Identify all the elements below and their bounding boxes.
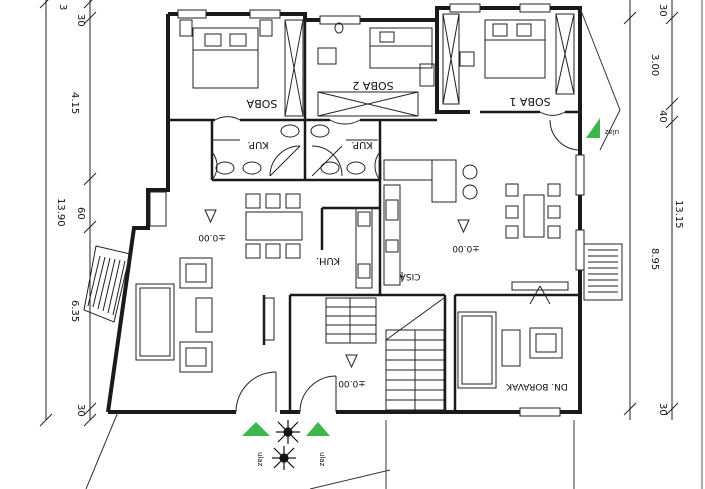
living-furniture-left: [135, 257, 275, 373]
interior-walls: [168, 20, 580, 412]
room-soba: [179, 19, 304, 121]
label-soba-2: SOBA 2: [352, 79, 393, 92]
exterior-walls: [106, 6, 582, 414]
label-dn-boravak: DN. BORAVAK: [505, 381, 568, 391]
balcony-right: [583, 243, 623, 301]
dim-right-top: 30: [657, 4, 668, 17]
staircase: [325, 297, 445, 411]
right-dimension-chain: [623, 0, 679, 420]
svg-text:ulaz: ulaz: [256, 452, 264, 467]
left-dimension-chain: [39, 0, 97, 427]
label-kup-left: KUP.: [247, 139, 268, 150]
balcony-left: [83, 245, 131, 323]
svg-text:±0.00: ±0.00: [452, 243, 480, 253]
label-kuh: KUH.: [316, 255, 340, 266]
level-marker-1: ±0.00: [198, 209, 226, 242]
bathroom-left: [212, 124, 301, 177]
room-soba-1: [442, 13, 575, 116]
level-marker-3: ±0.00: [338, 354, 366, 388]
label-kup-right: KUP.: [351, 139, 372, 150]
dining-table-right: [505, 183, 561, 239]
dim-right-total: 13.15: [673, 200, 684, 229]
dim-left-total: 13.90: [55, 198, 66, 227]
plant-icon: [272, 420, 300, 470]
kitchen-counter: [355, 159, 478, 289]
dim-left-small: 60: [75, 207, 86, 220]
dim-right-small: 40: [657, 110, 668, 123]
doors: [211, 119, 581, 413]
dining-table-left: [245, 193, 303, 259]
dim-top-small: 3: [57, 4, 68, 10]
living-furniture-right: [457, 311, 563, 389]
level-marker-2: ±0.00: [452, 219, 480, 253]
label-soba: SOBA: [246, 97, 277, 110]
dim-right-bottom: 30: [657, 403, 668, 416]
label-soba-1: SOBA 1: [509, 95, 550, 108]
dim-left-lower: 6.35: [69, 300, 80, 322]
entrance-marker-right: ulaz: [586, 118, 619, 138]
site-boundary: [85, 7, 621, 489]
svg-text:ulaz: ulaz: [605, 128, 620, 136]
bathroom-right: [310, 124, 378, 177]
svg-text:±0.00: ±0.00: [338, 378, 366, 388]
dim-right-lower: 8.95: [649, 248, 660, 270]
dim-left-upper: 4.15: [69, 92, 80, 114]
dim-left-bottom: 30: [75, 404, 86, 417]
svg-text:ulaz: ulaz: [318, 452, 326, 467]
entrance-marker-bottom-right: ulaz: [306, 422, 330, 467]
entrance-marker-bottom-left: ulaz: [242, 422, 270, 467]
room-soba-2: [317, 22, 435, 117]
svg-text:±0.00: ±0.00: [198, 232, 226, 242]
tv-unit: [511, 281, 569, 305]
label-cisa: CISA: [399, 271, 421, 281]
windows: [149, 3, 585, 417]
dim-left-top: 30: [75, 14, 86, 27]
dim-right-upper: 3.00: [649, 54, 660, 76]
